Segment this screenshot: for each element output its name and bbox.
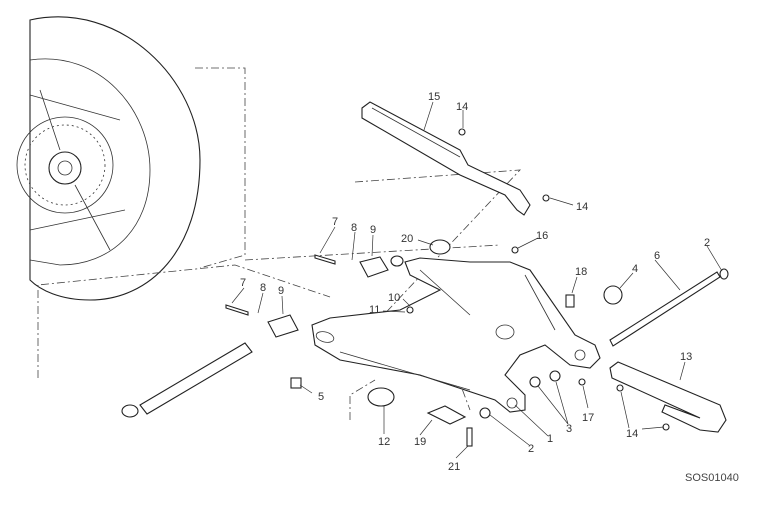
washer-3b bbox=[549, 370, 561, 382]
bush-5 bbox=[290, 377, 302, 389]
callout-label: 2 bbox=[704, 237, 710, 249]
adjuster-9-lower bbox=[267, 314, 299, 338]
bracket-19 bbox=[426, 405, 467, 425]
callout-label: 3 bbox=[566, 423, 572, 435]
callout-label: 20 bbox=[401, 233, 413, 245]
callout-label: 9 bbox=[370, 224, 376, 236]
leader-lines bbox=[231, 101, 723, 459]
screw-14b bbox=[542, 194, 550, 202]
cover-20 bbox=[429, 239, 451, 255]
bolt-7-lower bbox=[225, 304, 249, 316]
callout-label: 14 bbox=[576, 201, 588, 213]
screw-16 bbox=[511, 246, 519, 254]
callout-label: 4 bbox=[632, 263, 638, 275]
washer bbox=[390, 255, 404, 267]
chain-guard-upper[interactable] bbox=[361, 101, 531, 216]
screw-14c bbox=[616, 384, 624, 392]
cap-4 bbox=[603, 285, 623, 305]
screw-18 bbox=[565, 294, 575, 308]
alignment-lines bbox=[37, 67, 521, 420]
chain-slider-lower[interactable] bbox=[609, 361, 727, 433]
callout-label: 7 bbox=[240, 277, 246, 289]
callout-label: 1 bbox=[547, 433, 553, 445]
grommet-12 bbox=[367, 387, 395, 407]
callout-label: 5 bbox=[318, 391, 324, 403]
callout-label: 18 bbox=[575, 266, 587, 278]
callout-label: 14 bbox=[456, 101, 468, 113]
callout-label: 6 bbox=[654, 250, 660, 262]
nut-17 bbox=[578, 378, 586, 386]
bolt-7-upper bbox=[314, 254, 336, 265]
callout-label: 8 bbox=[260, 282, 266, 294]
screw-21 bbox=[466, 427, 473, 447]
small-parts bbox=[225, 128, 670, 447]
callout-label: 13 bbox=[680, 351, 692, 363]
swingarm[interactable] bbox=[311, 257, 601, 413]
callout-label: 11 bbox=[369, 304, 380, 316]
nipple-11 bbox=[406, 306, 414, 314]
callout-label: 17 bbox=[582, 412, 594, 424]
screw-14a bbox=[458, 128, 466, 136]
ring-2 bbox=[479, 407, 491, 419]
callout-label: 21 bbox=[448, 461, 460, 473]
callout-label: 8 bbox=[351, 222, 357, 234]
pivot-shaft[interactable] bbox=[609, 268, 729, 347]
callout-label: 7 bbox=[332, 216, 338, 228]
callout-label: 10 bbox=[388, 292, 400, 304]
drawing-code: SOS01040 bbox=[685, 472, 739, 484]
callout-label: 16 bbox=[536, 230, 548, 242]
adjuster-9-upper bbox=[359, 256, 389, 278]
callout-labels: 15 14 14 7 8 9 20 16 2 6 18 4 7 8 9 10 1… bbox=[240, 91, 739, 484]
washer-3a bbox=[529, 376, 541, 388]
callout-label: 14 bbox=[626, 428, 638, 440]
wheel-axle-tube[interactable] bbox=[121, 342, 253, 418]
rear-wheel[interactable] bbox=[16, 16, 201, 301]
callout-label: 12 bbox=[378, 436, 390, 448]
callout-label: 9 bbox=[278, 285, 284, 297]
callout-label: 15 bbox=[428, 91, 440, 103]
callout-label: 2 bbox=[528, 443, 534, 455]
callout-label: 19 bbox=[414, 436, 426, 448]
